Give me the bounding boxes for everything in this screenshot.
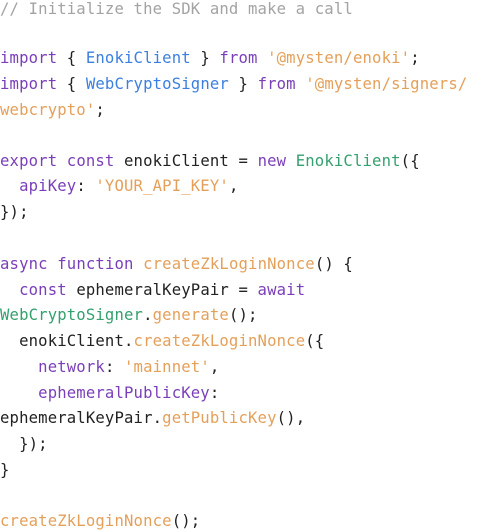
code-line: enokiClient.createZkLoginNonce({: [0, 330, 324, 352]
code-line: ephemeralPublicKey:: [0, 382, 219, 404]
code-token: await: [257, 281, 306, 299]
code-token: new: [257, 152, 287, 170]
code-token: '@mysten/enoki': [267, 49, 411, 67]
code-token: [258, 49, 268, 67]
code-line: network: 'mainnet',: [0, 356, 219, 378]
code-token: ({: [305, 332, 325, 350]
code-token: [57, 152, 67, 170]
code-token: enokiClient =: [114, 152, 258, 170]
code-token: EnokiClient: [85, 49, 191, 67]
code-token: from: [219, 49, 258, 67]
code-token: 'mainnet': [124, 358, 210, 376]
code-line: apiKey: 'YOUR_API_KEY',: [0, 175, 238, 197]
code-token: from: [257, 75, 296, 93]
code-line: // Initialize the SDK and make a call: [0, 0, 353, 20]
code-token: }: [190, 49, 220, 67]
code-line: import { WebCryptoSigner } from '@mysten…: [0, 73, 467, 95]
code-token: [0, 281, 19, 299]
code-token: createZkLoginNonce: [143, 255, 315, 273]
code-token: {: [57, 49, 86, 67]
code-token: generate: [152, 306, 229, 324]
code-line: webcrypto';: [0, 99, 105, 121]
code-line: createZkLoginNonce();: [0, 510, 200, 532]
code-token: [48, 255, 58, 273]
code-line: export const enokiClient = new EnokiClie…: [0, 150, 420, 172]
code-token: webcrypto': [0, 101, 96, 119]
code-token: :: [209, 384, 220, 402]
code-token: () {: [314, 255, 353, 273]
code-token: network: [38, 358, 105, 376]
code-token: {: [57, 75, 86, 93]
code-token: WebCryptoSigner: [0, 306, 144, 324]
code-line: import { EnokiClient } from '@mysten/eno…: [0, 47, 420, 69]
code-token: });: [0, 203, 29, 221]
code-line: });: [0, 201, 29, 223]
code-token: ,: [228, 177, 239, 195]
code-token: ephemeralKeyPair =: [66, 281, 258, 299]
code-token: ();: [171, 512, 201, 530]
code-line: ephemeralKeyPair.getPublicKey(),: [0, 407, 305, 429]
code-token: 'YOUR_API_KEY': [95, 177, 229, 195]
code-token: ({: [400, 152, 420, 170]
code-token: [296, 75, 306, 93]
code-line: });: [0, 433, 48, 455]
code-token: const: [66, 152, 115, 170]
code-line: }: [0, 459, 10, 481]
code-token: }: [0, 461, 10, 479]
code-token: }: [228, 75, 258, 93]
code-token: });: [0, 435, 48, 453]
code-token: ephemeralKeyPair.: [0, 409, 163, 427]
code-token: ;: [410, 49, 420, 67]
code-token: [0, 384, 38, 402]
code-token: getPublicKey: [162, 409, 277, 427]
code-token: function: [57, 255, 134, 273]
code-token: // Initialize the SDK and make a call: [0, 0, 353, 18]
code-token: [0, 358, 38, 376]
code-token: [134, 255, 144, 273]
code-token: ;: [95, 101, 105, 119]
code-line: async function createZkLoginNonce() {: [0, 253, 353, 275]
code-token: import: [0, 49, 58, 67]
code-token: apiKey: [19, 177, 77, 195]
code-token: [286, 152, 296, 170]
code-token: createZkLoginNonce: [0, 512, 172, 530]
code-token: ,: [209, 358, 220, 376]
code-token: '@mysten/signers/: [305, 75, 468, 93]
code-token: :: [104, 358, 125, 376]
code-token: (),: [276, 409, 306, 427]
code-token: const: [19, 281, 67, 299]
code-token: ephemeralPublicKey: [38, 384, 210, 402]
code-token: ();: [228, 306, 258, 324]
code-token: enokiClient.: [0, 332, 134, 350]
code-token: EnokiClient: [295, 152, 401, 170]
code-token: [0, 177, 19, 195]
code-token: :: [76, 177, 96, 195]
code-token: createZkLoginNonce: [133, 332, 306, 350]
code-line: const ephemeralKeyPair = await: [0, 279, 305, 301]
code-token: WebCryptoSigner: [85, 75, 229, 93]
code-token: .: [143, 306, 153, 324]
code-line: WebCryptoSigner.generate();: [0, 304, 258, 326]
code-token: async: [0, 255, 48, 273]
code-token: import: [0, 75, 58, 93]
code-token: export: [0, 152, 58, 170]
